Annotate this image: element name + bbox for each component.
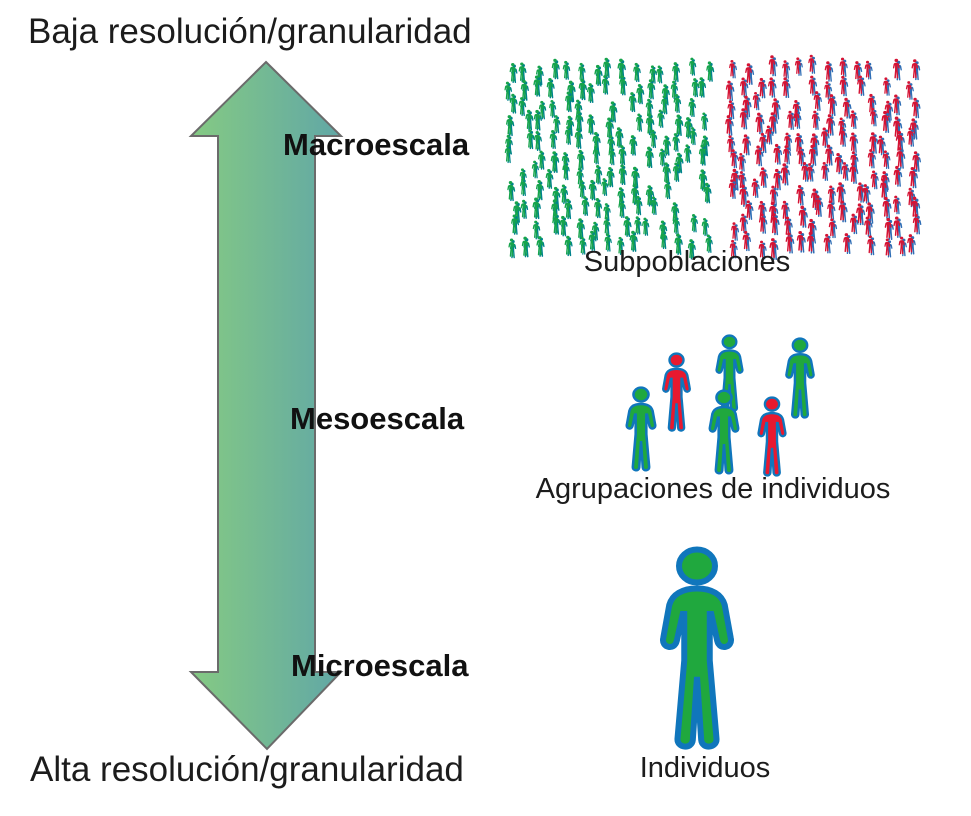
person-icon: [757, 396, 787, 477]
agrupaciones-caption: Agrupaciones de individuos: [535, 473, 891, 505]
high-resolution-label: Alta resolución/granularidad: [30, 750, 464, 789]
microescala-label: Microescala: [291, 648, 469, 683]
low-resolution-label: Baja resolución/granularidad: [28, 12, 472, 51]
individual-person-figure: [648, 548, 746, 758]
macroescala-label: Macroescala: [283, 127, 470, 162]
person-icon: [625, 386, 657, 472]
individuals-group-figure: [625, 334, 815, 477]
mesoescala-label: Mesoescala: [290, 401, 465, 436]
individuos-caption: Individuos: [639, 752, 771, 784]
green-subpopulation-crowd: [504, 57, 715, 260]
subpoblaciones-caption: Subpoblaciones: [583, 246, 791, 278]
resolution-scale-arrow: [188, 60, 344, 751]
person-icon: [785, 337, 815, 419]
red-subpopulation-crowd: [725, 54, 922, 261]
person-icon: [663, 550, 731, 747]
person-icon: [661, 352, 692, 432]
double-arrow-shape: [188, 60, 344, 751]
